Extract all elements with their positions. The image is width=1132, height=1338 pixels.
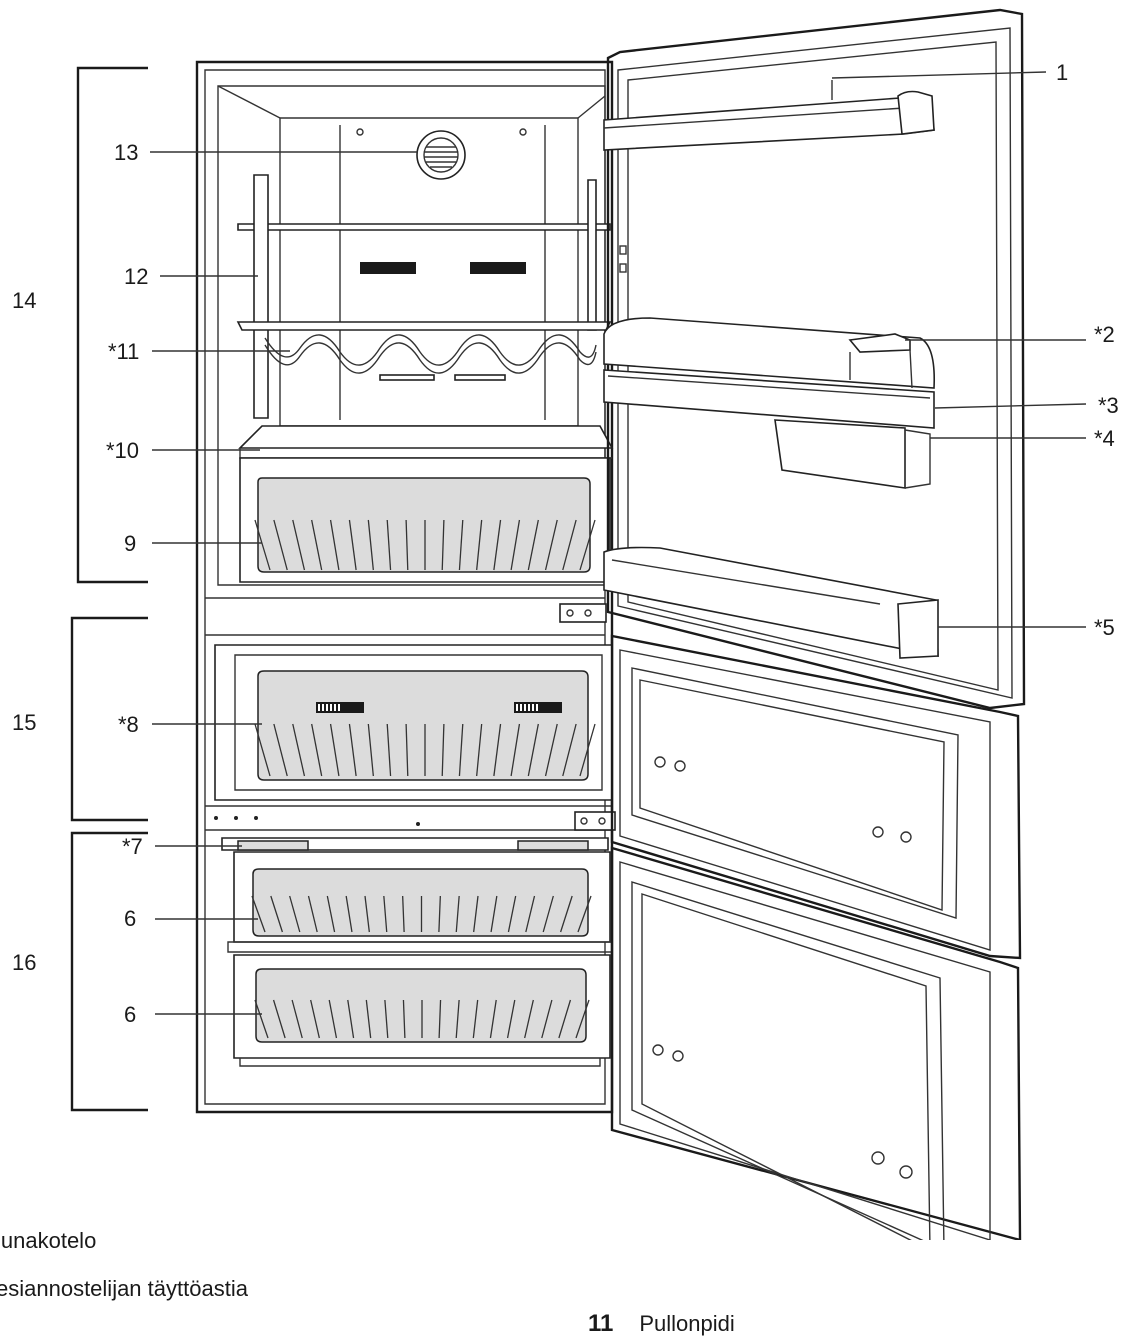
callout-6b: 6 <box>124 1002 136 1027</box>
side-rail-left <box>253 174 269 419</box>
glass-shelf-middle <box>236 321 612 331</box>
door-shelf-middle <box>603 317 936 429</box>
legend-text: lunakotelo <box>0 1228 97 1253</box>
legend-item-11: 11 Pullonpidi <box>588 1310 735 1338</box>
callout-14: 14 <box>12 288 36 313</box>
legend-text: esiannostelijan täyttöastia <box>0 1276 248 1301</box>
divider-rail <box>205 805 612 831</box>
door-shelf-bottom <box>603 546 939 659</box>
water-dispenser-tank <box>774 419 931 489</box>
callout-4: *4 <box>1094 426 1115 451</box>
callout-3: *3 <box>1098 393 1119 418</box>
callout-13: 13 <box>114 140 138 165</box>
leader-lines <box>150 71 1087 1015</box>
glass-shelf-upper <box>237 223 611 231</box>
legend-item-1: lunakotelo <box>0 1228 96 1254</box>
freezer-door-upper <box>610 634 1022 960</box>
door-shelf-top <box>603 80 935 151</box>
legend-text: Pullonpidi <box>639 1311 735 1336</box>
shelf-vents <box>360 262 526 274</box>
freezer-drawer-middle <box>227 851 613 953</box>
fridge-door <box>606 8 1026 710</box>
bottle-rack <box>264 334 597 381</box>
crisper-drawer <box>239 457 611 583</box>
freezer-drawer-upper <box>214 644 613 801</box>
callout-7: *7 <box>122 834 143 859</box>
callout-1: 1 <box>1056 60 1068 85</box>
callout-11: *11 <box>108 339 139 364</box>
callout-16: 16 <box>12 950 36 975</box>
refrigerator-diagram: 1 *2 *3 *4 *5 6 6 *7 *8 9 *10 *11 12 13 … <box>12 8 1119 1240</box>
callout-6a: 6 <box>124 906 136 931</box>
bracket-16 <box>70 831 148 1112</box>
crisper-cover-shelf <box>238 425 614 459</box>
callout-9: 9 <box>124 531 136 556</box>
fan-grille <box>416 130 466 180</box>
callout-15: 15 <box>12 710 36 735</box>
hinge-upper <box>559 603 607 623</box>
bracket-14 <box>76 66 148 584</box>
hinge-lower <box>574 811 616 831</box>
callout-2: *2 <box>1094 322 1115 347</box>
egg-holder <box>848 333 913 389</box>
side-rail-right <box>587 179 597 331</box>
legend-number: 11 <box>588 1310 614 1337</box>
ice-tray <box>221 837 609 851</box>
legend-item-2: esiannostelijan täyttöastia <box>0 1276 248 1302</box>
freezer-door-lower <box>610 846 1022 1240</box>
freezer-drawer-lower <box>233 954 611 1067</box>
callout-8: *8 <box>118 712 139 737</box>
callout-12: 12 <box>124 264 148 289</box>
bracket-15 <box>70 616 148 822</box>
callout-5: *5 <box>1094 615 1115 640</box>
callout-10: *10 <box>106 438 139 463</box>
